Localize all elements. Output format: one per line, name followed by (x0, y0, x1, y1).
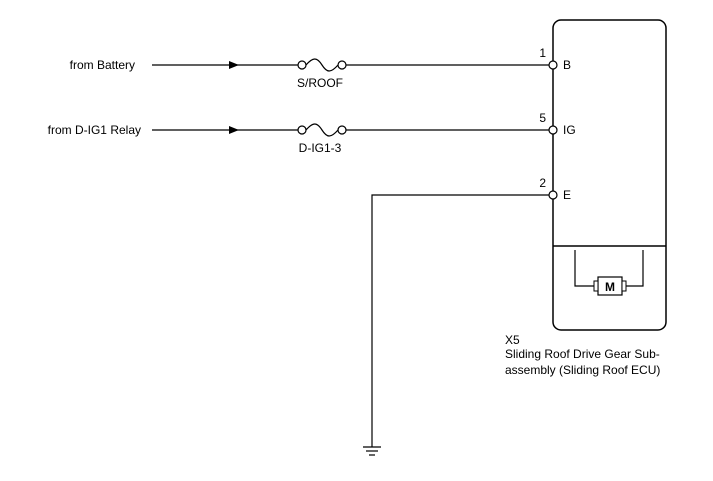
fuse-label-dig1-3: D-IG1-3 (299, 141, 342, 155)
terminal-label-b: B (563, 58, 571, 72)
component-name-line1: Sliding Roof Drive Gear Sub- (505, 347, 660, 361)
motor-symbol: M (605, 280, 615, 294)
circuit-ig: from D-IG1 Relay D-IG1-3 5 IG (48, 111, 576, 155)
motor-icon: M (574, 250, 644, 296)
pin-number-5: 5 (539, 111, 546, 125)
pin-number-1: 1 (539, 46, 546, 60)
circuit-battery: from Battery S/ROOF 1 B (70, 46, 571, 90)
pin-number-2: 2 (539, 176, 546, 190)
ecu-box (552, 19, 667, 331)
source-label-battery: from Battery (70, 58, 135, 72)
pin-e (548, 190, 558, 200)
ground-icon (363, 446, 381, 456)
arrow-icon (229, 126, 239, 134)
component-name-line2: assembly (Sliding Roof ECU) (505, 363, 660, 377)
pin-ig (548, 125, 558, 135)
component-code: X5 (505, 333, 520, 347)
fuse-label-sroof: S/ROOF (297, 76, 343, 90)
arrow-icon (229, 61, 239, 69)
pin-b (548, 60, 558, 70)
circuit-ground: 2 E (363, 176, 571, 456)
terminal-label-e: E (563, 188, 571, 202)
terminal-label-ig: IG (563, 123, 576, 137)
source-label-dig1-relay: from D-IG1 Relay (48, 123, 141, 137)
fuse-icon (297, 58, 347, 72)
fuse-icon (297, 123, 347, 137)
